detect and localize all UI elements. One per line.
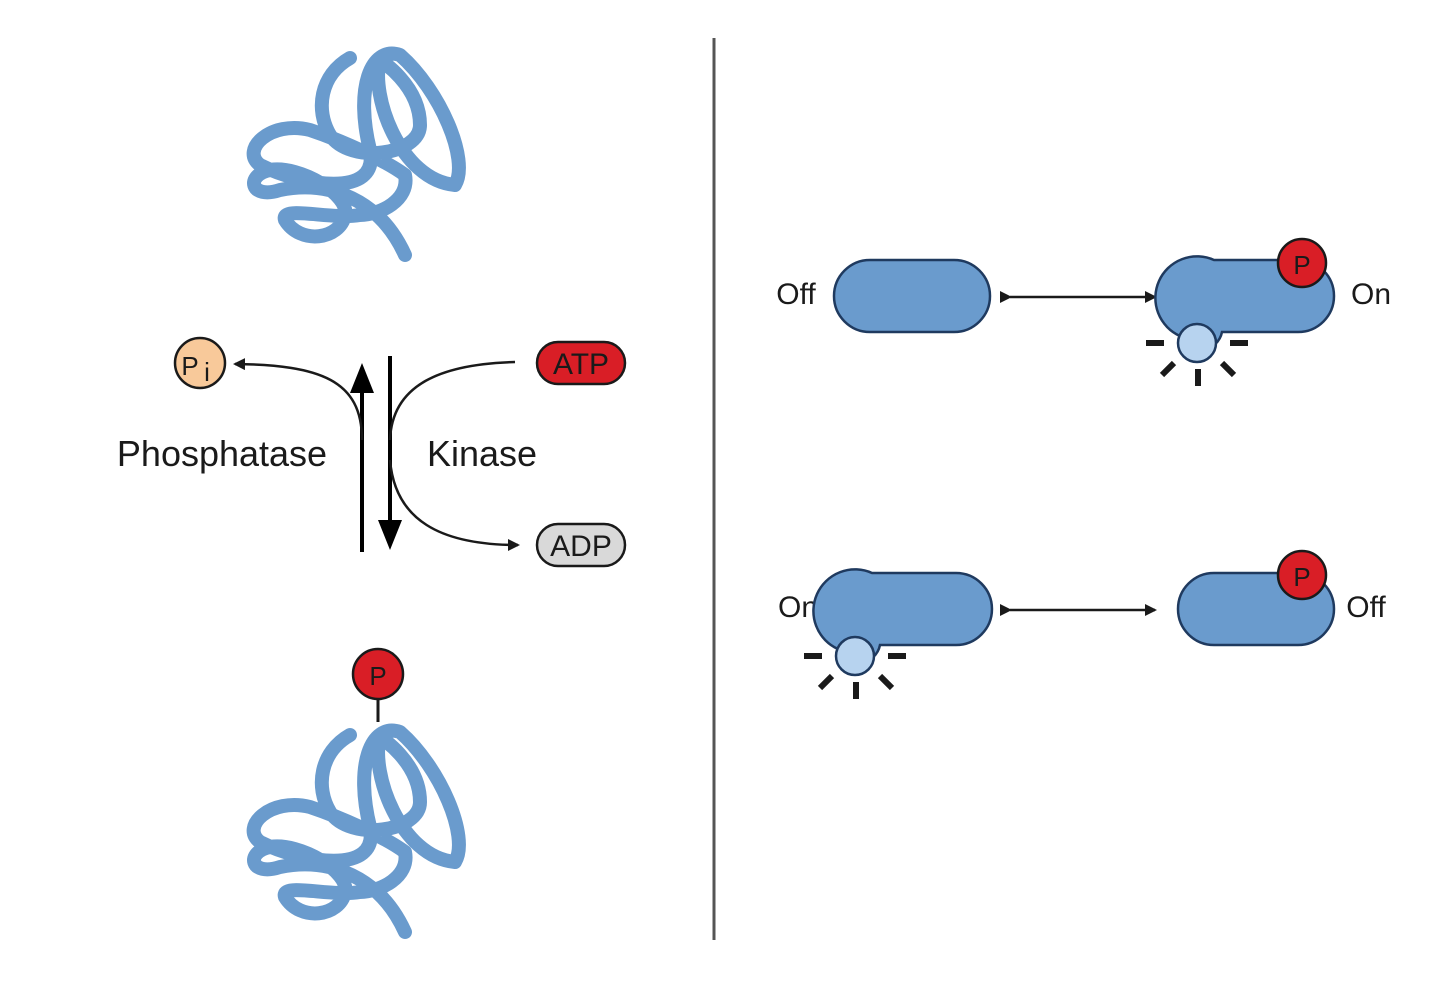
active-site	[834, 635, 876, 677]
active-site	[1176, 322, 1218, 364]
pi-subscript: i	[204, 357, 210, 387]
row-bottom-right-state: Off	[1346, 591, 1386, 624]
enzyme-on-phosphorylated: P	[1146, 237, 1336, 386]
row-top-right-state: On	[1351, 278, 1391, 311]
pi-label: P	[181, 351, 198, 381]
phosphate-tag-label: P	[369, 661, 386, 691]
phosphate-tag: P	[351, 647, 405, 701]
row-bottom-phosphate-label: P	[1293, 562, 1310, 592]
adp-molecule: ADP	[535, 522, 627, 568]
atp-molecule: ATP	[535, 340, 627, 386]
protein-phosphorylated: P	[246, 647, 466, 939]
reaction-arrows	[233, 356, 520, 552]
adp-label: ADP	[550, 530, 612, 563]
row-top: Off P On	[776, 237, 1391, 386]
active-site-rays	[1146, 340, 1248, 386]
row-top-left-state: Off	[776, 278, 816, 311]
phosphatase-label: Phosphatase	[117, 433, 327, 474]
kinase-label: Kinase	[427, 433, 537, 474]
active-site-rays	[804, 653, 906, 699]
enzyme-on-unphosphorylated	[804, 568, 994, 699]
pi-molecule: P i	[173, 336, 227, 390]
atp-consume-curve	[388, 360, 516, 441]
enzyme-off-shape	[832, 258, 992, 334]
protein-unphosphorylated	[246, 46, 466, 262]
row-bottom-left-state: On	[778, 591, 818, 624]
enzyme-off-phosphorylated: P	[1176, 549, 1336, 647]
pi-release-curve	[233, 358, 364, 441]
row-bottom: On P Off	[778, 549, 1386, 699]
adp-release-curve	[388, 459, 520, 551]
atp-label: ATP	[553, 348, 609, 381]
row-top-phosphate-label: P	[1293, 250, 1310, 280]
